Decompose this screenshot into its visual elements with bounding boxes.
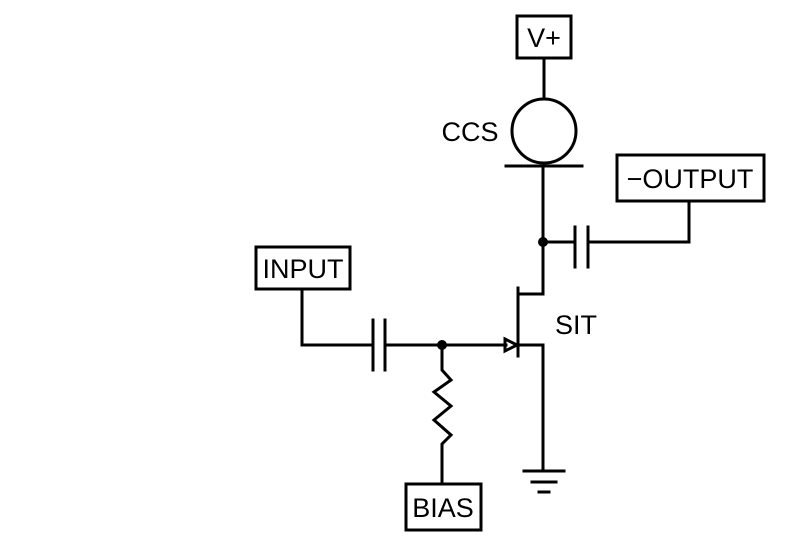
- output-terminal-box: [615, 153, 766, 203]
- bias-terminal-label: BIAS: [412, 493, 474, 523]
- output-terminal: −OUTPUT: [615, 153, 766, 203]
- current-source: CCS: [441, 97, 584, 168]
- bias-resistor-zigzag: [431, 343, 454, 486]
- current-source-circle: [510, 97, 578, 165]
- bias-resistor: [431, 343, 454, 486]
- bias-terminal-box: [404, 482, 483, 532]
- input-terminal: INPUT: [254, 245, 352, 291]
- ground-symbol: [522, 438, 566, 494]
- current-source-label: CCS: [441, 117, 498, 147]
- input-capacitor: [371, 318, 387, 372]
- transistor: SIT: [503, 286, 597, 460]
- transistor-label: SIT: [555, 310, 597, 340]
- output-capacitor: [573, 225, 590, 269]
- supply-terminal: V+: [515, 14, 573, 60]
- output-terminal-label: −OUTPUT: [627, 164, 754, 194]
- input-terminal-box: [254, 245, 352, 291]
- wire-input-to-input-cap: [300, 287, 375, 347]
- wire-output-cap-to-output: [586, 199, 691, 244]
- supply-terminal-label: V+: [527, 23, 561, 53]
- input-terminal-label: INPUT: [263, 254, 344, 284]
- transistor-source-lead: [516, 343, 545, 460]
- bias-terminal: BIAS: [404, 482, 483, 532]
